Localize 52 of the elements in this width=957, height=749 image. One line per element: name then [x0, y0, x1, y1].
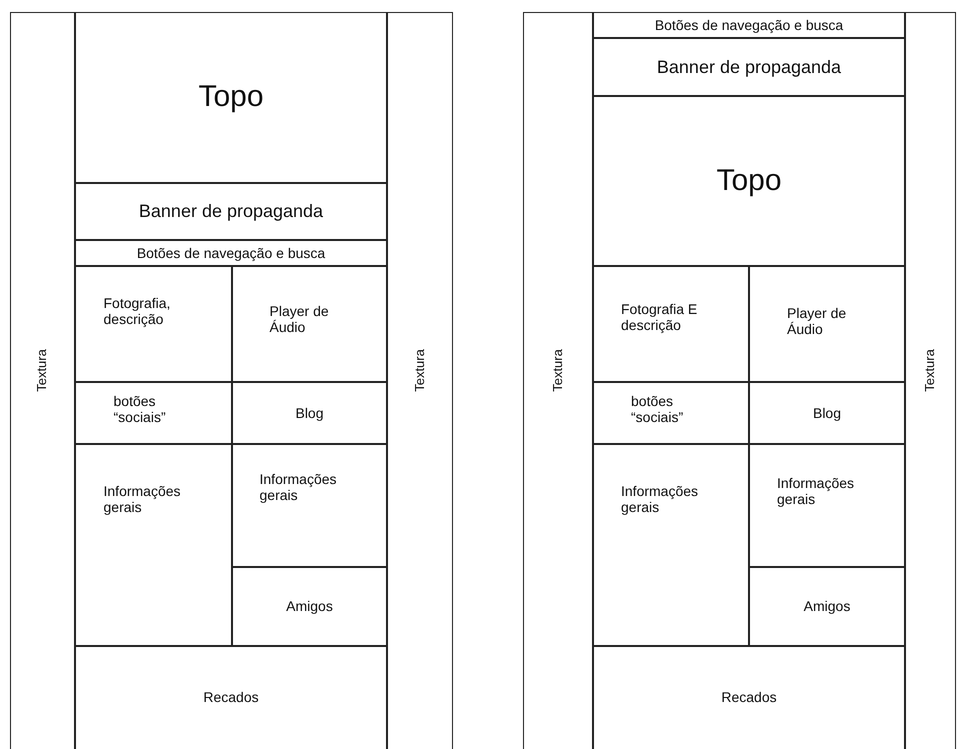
layout-section	[593, 382, 749, 444]
layout-section	[749, 266, 905, 382]
section-label: Botões de navegação e busca	[654, 16, 844, 34]
section-label: Blog	[295, 404, 324, 422]
section-label: Player de Áudio	[787, 305, 848, 338]
section-label: Amigos	[804, 598, 850, 615]
section-label: Informações gerais	[104, 483, 182, 516]
layout-section	[232, 444, 387, 567]
section-label: Informações gerais	[260, 471, 338, 504]
layout-section	[75, 382, 232, 444]
layout-section	[749, 567, 905, 646]
layout-section	[232, 266, 387, 382]
section-label: Blog	[812, 404, 842, 422]
section-label: Botões de navegação e busca	[136, 244, 326, 262]
section-label: Amigos	[286, 598, 333, 615]
side-column	[10, 12, 75, 749]
section-label: botões “sociais”	[631, 393, 684, 426]
section-label: Textura	[550, 349, 566, 392]
side-column	[523, 12, 593, 749]
section-label: Topo	[716, 164, 782, 198]
section-label: Fotografia, descrição	[104, 295, 172, 328]
layout-section	[75, 240, 387, 266]
layout-section	[75, 646, 387, 749]
layout-section	[75, 183, 387, 240]
side-column	[905, 12, 956, 749]
layout-section	[593, 12, 905, 38]
layout-section	[232, 567, 387, 646]
layout-section	[749, 382, 905, 444]
layout-section	[75, 266, 232, 382]
layout-section	[593, 38, 905, 96]
section-label: Textura	[35, 349, 50, 392]
section-label: Textura	[923, 349, 938, 392]
section-label: botões “sociais”	[114, 393, 167, 426]
side-column	[387, 12, 453, 749]
layout-section	[75, 12, 387, 183]
layout-section	[75, 444, 232, 646]
section-label: Fotografia E descrição	[621, 301, 698, 334]
section-label: Topo	[198, 80, 264, 115]
section-label: Textura	[412, 349, 428, 392]
section-label: Player de Áudio	[270, 303, 330, 336]
layout-section	[749, 444, 905, 567]
section-label: Informações gerais	[777, 475, 856, 508]
section-label: Recados	[203, 689, 259, 706]
layout-section	[232, 382, 387, 444]
layout-section	[593, 444, 749, 646]
section-label: Recados	[721, 689, 777, 706]
layout-section	[593, 646, 905, 749]
section-label: Informações gerais	[621, 483, 700, 516]
layout-section	[593, 266, 749, 382]
layout-section	[593, 96, 905, 266]
section-label: Banner de propaganda	[656, 56, 842, 78]
section-label: Banner de propaganda	[138, 201, 324, 222]
